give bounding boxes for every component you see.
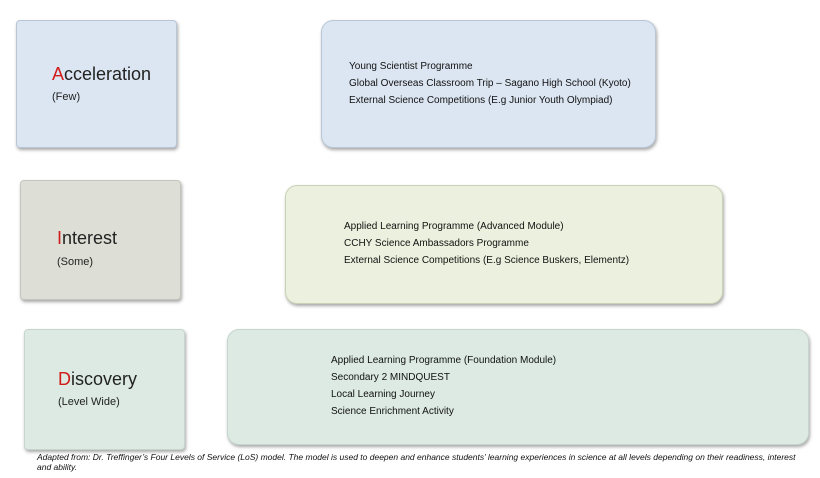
discovery-content-box: Applied Learning Programme (Foundation M… xyxy=(227,329,809,445)
interest-label-box: Interest (Some) xyxy=(20,180,181,300)
list-item: Secondary 2 MINDQUEST xyxy=(331,372,450,383)
list-item: Applied Learning Programme (Advanced Mod… xyxy=(344,221,564,232)
source-caption: Adapted from: Dr. Treffinger’s Four Leve… xyxy=(37,452,796,472)
list-item: Science Enrichment Activity xyxy=(331,406,454,417)
discovery-list: Applied Learning Programme (Foundation M… xyxy=(331,352,556,420)
discovery-label-box: Discovery (Level Wide) xyxy=(24,329,185,450)
list-item: External Science Competitions (E.g Junio… xyxy=(349,95,613,106)
acceleration-label-box: Acceleration (Few) xyxy=(16,20,177,148)
acceleration-title-rest: cceleration xyxy=(64,64,152,84)
acceleration-subtitle: (Few) xyxy=(52,91,81,103)
interest-title-rest: nterest xyxy=(62,228,118,248)
acceleration-list: Young Scientist Programme Global Oversea… xyxy=(349,58,631,109)
interest-content-box: Applied Learning Programme (Advanced Mod… xyxy=(285,185,723,304)
list-item: Applied Learning Programme (Foundation M… xyxy=(331,355,557,366)
acceleration-title: Acceleration xyxy=(52,64,151,85)
acceleration-content-box: Young Scientist Programme Global Oversea… xyxy=(321,20,656,148)
list-item: Young Scientist Programme xyxy=(349,61,473,72)
list-item: Global Overseas Classroom Trip – Sagano … xyxy=(349,78,631,89)
acceleration-initial: A xyxy=(52,64,65,84)
list-item: External Science Competitions (E.g Scien… xyxy=(344,255,630,266)
list-item: Local Learning Journey xyxy=(331,389,435,400)
discovery-title-rest: iscovery xyxy=(71,369,138,389)
interest-initial: I xyxy=(57,228,63,248)
discovery-title: Discovery xyxy=(58,369,137,390)
interest-title: Interest xyxy=(57,228,117,249)
interest-list: Applied Learning Programme (Advanced Mod… xyxy=(344,218,629,269)
discovery-subtitle: (Level Wide) xyxy=(58,396,120,408)
list-item: CCHY Science Ambassadors Programme xyxy=(344,238,529,249)
interest-subtitle: (Some) xyxy=(57,256,94,268)
discovery-initial: D xyxy=(58,369,71,389)
